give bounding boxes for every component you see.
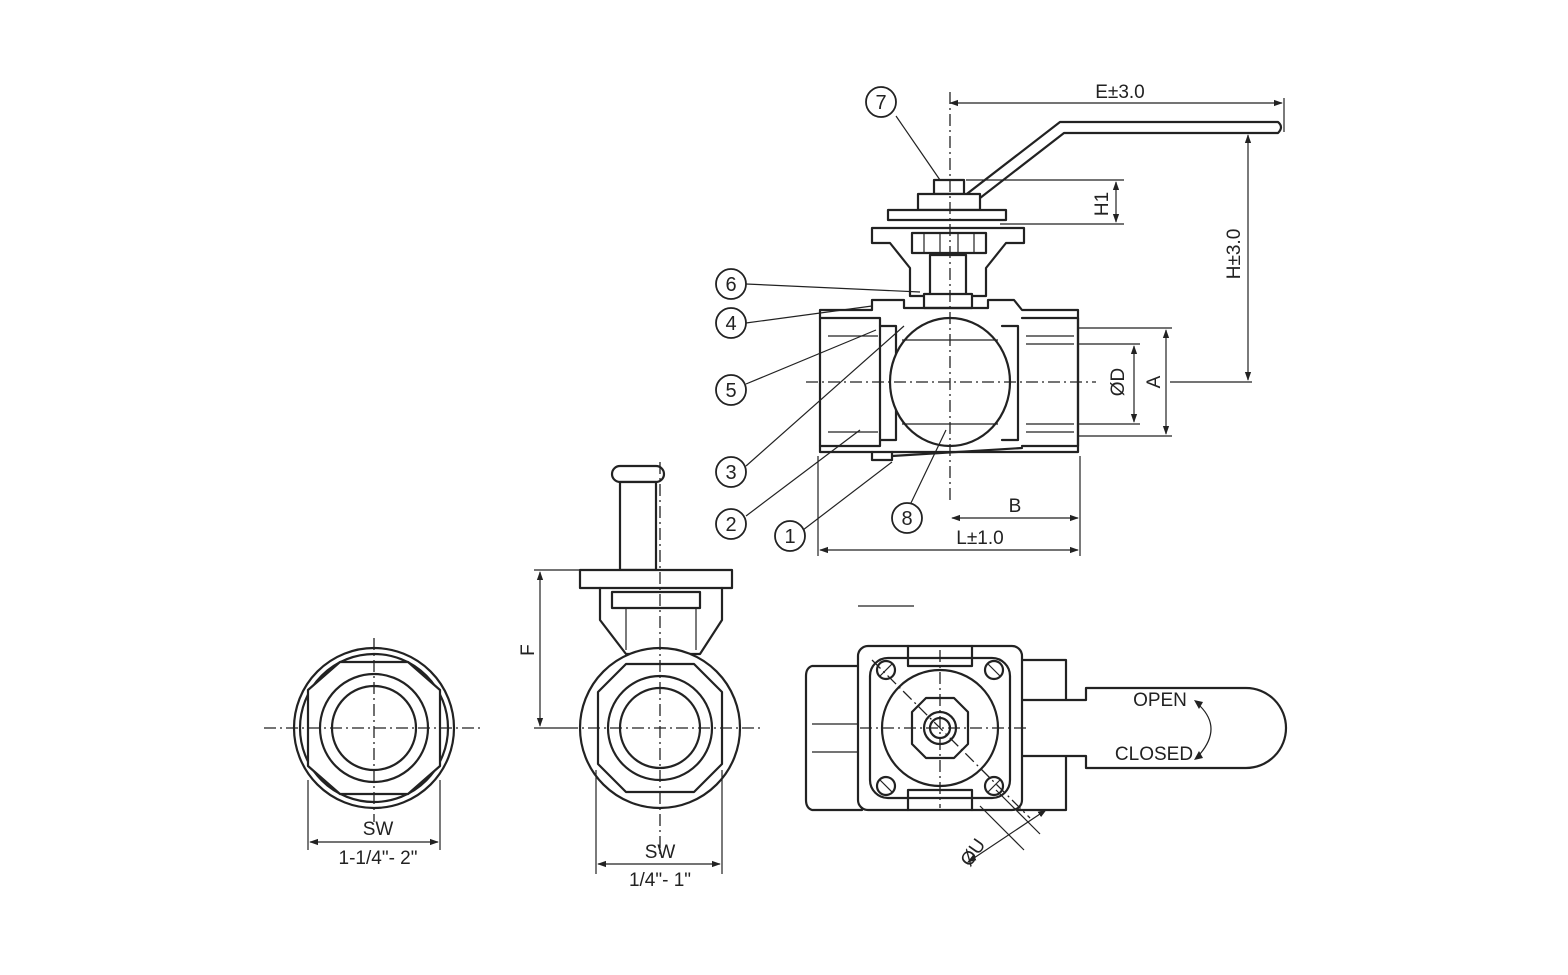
svg-text:7: 7 [875, 92, 886, 114]
stem-washer [916, 192, 982, 212]
callout-1: 1 [774, 520, 806, 552]
handle-plate [886, 208, 1008, 222]
callout-5: 5 [715, 374, 747, 406]
valve-body [818, 298, 1080, 454]
dim-sw-center-label: SW [645, 842, 676, 863]
svg-text:8: 8 [901, 508, 912, 530]
handle-lever [944, 120, 1283, 214]
mounting-pad [870, 226, 1026, 298]
dim-sw-left-label: SW [363, 819, 394, 840]
callout-2: 2 [715, 508, 747, 540]
svg-text:4: 4 [725, 313, 736, 335]
dim-a-label: A [1144, 375, 1165, 388]
svg-text:5: 5 [725, 380, 736, 402]
callout-3: 3 [715, 456, 747, 488]
callout-6: 6 [715, 268, 747, 300]
end-view-small: F SW 1/4"- 1" [518, 462, 760, 891]
rotation-arrow-icon [1199, 705, 1212, 755]
open-label: OPEN [1133, 690, 1187, 711]
stem-nut [932, 178, 966, 196]
dim-u-label: ØU [957, 835, 991, 870]
callout-4: 4 [715, 307, 747, 339]
dim-f-label: F [518, 644, 539, 656]
svg-text:3: 3 [725, 462, 736, 484]
closed-label: CLOSED [1115, 744, 1193, 765]
handle-top [1016, 686, 1288, 770]
dim-d-label: ØD [1108, 368, 1129, 397]
svg-text:1: 1 [784, 526, 795, 548]
callout-8: 8 [891, 502, 923, 534]
svg-text:6: 6 [725, 274, 736, 296]
callout-7: 7 [865, 86, 897, 118]
end-view-large: SW 1-1/4"- 2" [264, 638, 484, 869]
dim-l-label: L±1.0 [956, 528, 1003, 549]
gland-nut [910, 231, 988, 255]
size-range-center: 1/4"- 1" [629, 870, 691, 891]
dim-h-label: H±3.0 [1224, 229, 1245, 280]
top-view: ØU OPEN CLOSED [804, 605, 1288, 871]
dim-h1-label: H1 [1092, 192, 1113, 216]
dim-b-label: B [1009, 496, 1022, 517]
size-range-left: 1-1/4"- 2" [339, 848, 418, 869]
svg-text:2: 2 [725, 514, 736, 536]
dim-e-label: E±3.0 [1095, 82, 1145, 103]
side-section-view: E±3.0 H1 H±3.0 ØD A B L±1.0 7 6 [715, 82, 1285, 556]
thrust-washer [922, 292, 974, 310]
